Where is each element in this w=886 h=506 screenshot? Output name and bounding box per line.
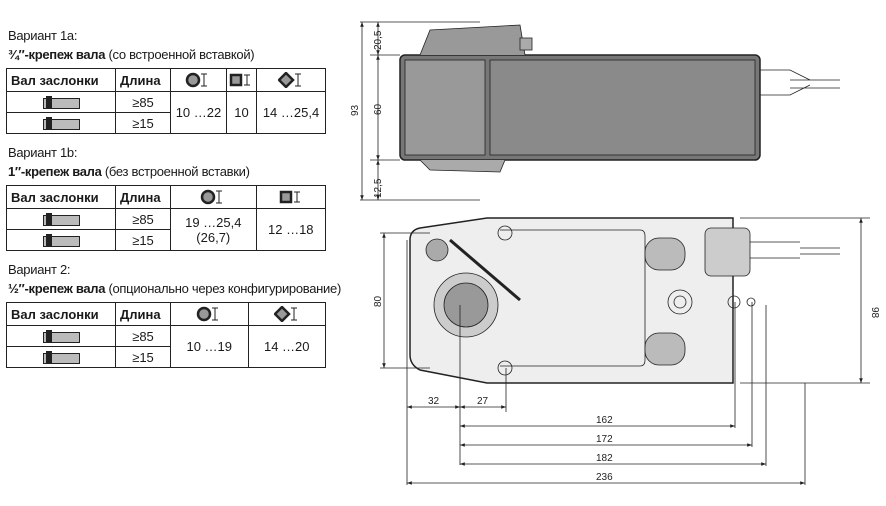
dim-236: 236 [596,472,613,483]
dim-27: 27 [477,396,489,407]
diamond-range-cell: 14 …20 [247,325,326,368]
variant-1a-title: Вариант 1a: [8,28,78,43]
dim-80: 80 [373,295,384,307]
dim-12-5: 12,5 [373,178,384,198]
length-cell: ≥85 [115,325,171,347]
side-view [360,21,840,201]
dim-60: 60 [373,103,384,115]
shaft-short-icon [6,229,116,251]
variant-1b-subtitle-bold: 1″-крепеж вала [8,164,102,179]
length-cell: ≥15 [115,112,171,134]
variant-1a-subtitle-note: (со встроенной вставкой) [108,47,255,62]
header-shaft: Вал заслонки [6,68,116,92]
round-range-cell: 10 …19 [170,325,249,368]
variant-2-subtitle: ½″-крепеж вала (опционально через конфиг… [8,281,341,296]
variant-2-subtitle-bold: ½″-крепеж вала [8,281,106,296]
variant-1b-subtitle: 1″-крепеж вала (без встроенной вставки) [8,164,250,179]
square-shaft-icon [225,68,258,92]
top-view [409,217,840,384]
dim-32: 32 [428,396,440,407]
variant-2-title: Вариант 2: [8,262,71,277]
round-range-value-alt: (26,7) [196,229,231,245]
length-cell: ≥15 [115,229,171,251]
square-range-cell: 12 …18 [255,208,327,251]
variant-1b-subtitle-note: (без встроенной вставки) [104,164,250,179]
header-length: Длина [115,302,171,326]
header-shaft: Вал заслонки [6,185,116,209]
variant-2-subtitle-note: (опционально через конфигурирование) [108,281,341,296]
dim-172: 172 [596,434,613,445]
diamond-range-cell: 14 …25,4 [256,91,326,134]
header-shaft: Вал заслонки [6,302,116,326]
dim-98: 98 [869,307,880,319]
dim-182: 182 [596,453,613,464]
diamond-shaft-icon [256,68,326,92]
variant-1a-subtitle: ¾″-крепеж вала (со встроенной вставкой) [8,47,255,62]
shaft-long-icon [6,208,116,230]
round-range-cell: 19 …25,4(26,7) [170,208,257,251]
dim-93: 93 [350,104,361,116]
shaft-short-icon [6,346,116,368]
dim-162: 162 [596,415,613,426]
square-range-cell: 10 [225,91,258,134]
variant-1b-title: Вариант 1b: [8,145,78,160]
length-cell: ≥15 [115,346,171,368]
round-range-value: 19 …25,4 [185,214,242,230]
header-length: Длина [115,68,171,92]
variant-1a-subtitle-bold: ¾″-крепеж вала [8,47,106,62]
round-range-cell: 10 …22 [170,91,227,134]
dim-20-5: 20,5 [373,30,384,50]
diamond-shaft-icon [247,302,326,326]
